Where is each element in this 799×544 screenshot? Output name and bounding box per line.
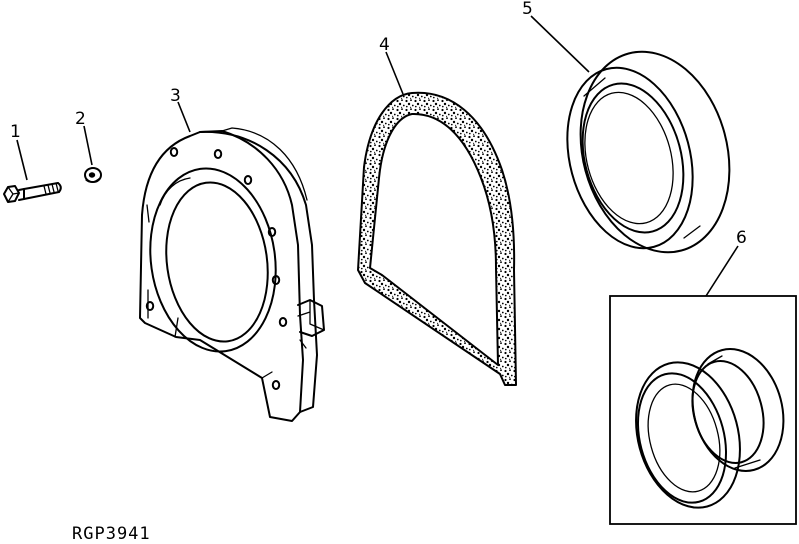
oil-seal-part-5 [566,50,731,254]
callout-leaders [16,15,739,297]
callout-4: 4 [379,35,390,55]
seal-kit-part-6 [609,295,797,525]
callout-5: 5 [522,0,533,19]
callout-6: 6 [736,228,747,248]
callout-3: 3 [170,86,181,106]
cap-screw-part-1 [3,182,62,203]
callout-1: 1 [10,122,21,142]
washer-part-2 [84,167,102,183]
gasket-part-4 [357,91,517,386]
seal-kit-frame [609,295,797,525]
figure-reference-code: RGP3941 [72,524,151,544]
callout-2: 2 [75,109,86,129]
seal-housing-part-3 [139,127,325,422]
